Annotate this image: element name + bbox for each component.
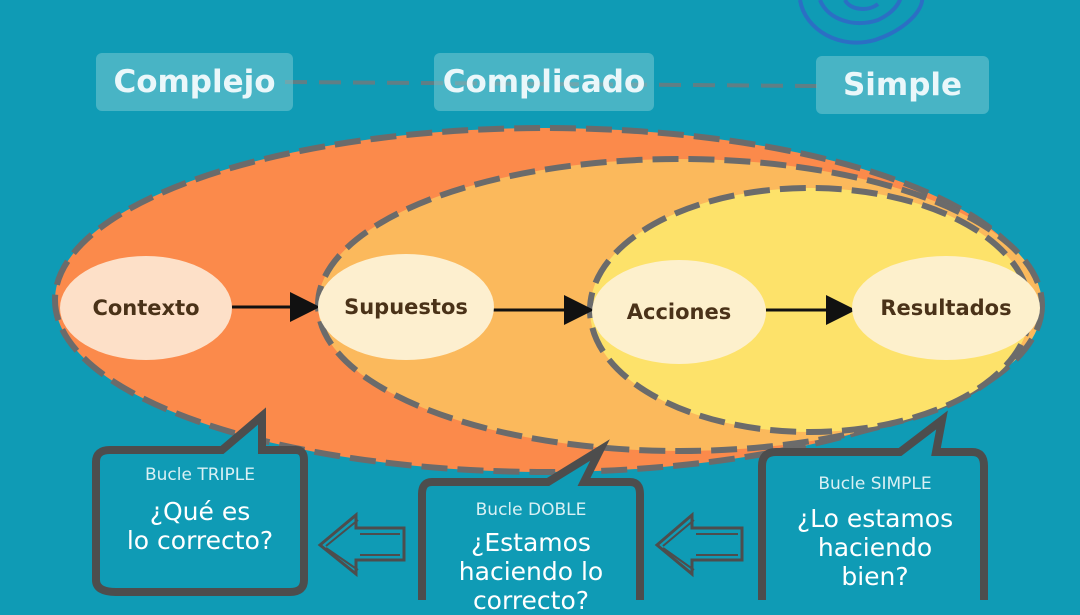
bubble-simple-shape bbox=[758, 410, 988, 600]
arrow-left-icon bbox=[317, 511, 406, 578]
label-simple: Simple bbox=[816, 56, 989, 114]
node-acciones: Acciones bbox=[592, 260, 766, 364]
bubble-triple: Bucle TRIPLE ¿Qué es lo correcto? bbox=[100, 465, 300, 555]
bubble-simple: Bucle SIMPLE ¿Lo estamos haciendo bien? bbox=[770, 474, 980, 591]
scale-connector bbox=[284, 80, 821, 88]
bubble-triple-question: ¿Qué es lo correcto? bbox=[126, 497, 274, 555]
bubble-triple-shape bbox=[92, 407, 308, 596]
bubble-simple-title: Bucle SIMPLE bbox=[818, 474, 932, 494]
label-complejo: Complejo bbox=[96, 53, 293, 111]
label-complicado: Complicado bbox=[434, 53, 654, 111]
bubble-doble-shape bbox=[418, 439, 644, 600]
bubble-doble: Bucle DOBLE ¿Estamos haciendo lo correct… bbox=[426, 500, 636, 615]
bubble-doble-title: Bucle DOBLE bbox=[475, 500, 587, 520]
node-contexto: Contexto bbox=[60, 256, 232, 360]
spiral-icon bbox=[798, 0, 925, 45]
node-resultados: Resultados bbox=[852, 256, 1040, 360]
bubble-doble-question: ¿Estamos haciendo lo correcto? bbox=[458, 528, 604, 615]
bubble-triple-title: Bucle TRIPLE bbox=[144, 465, 256, 485]
arrow-left-icon bbox=[654, 511, 744, 578]
node-supuestos: Supuestos bbox=[318, 254, 494, 360]
bubble-simple-question: ¿Lo estamos haciendo bien? bbox=[796, 504, 954, 591]
